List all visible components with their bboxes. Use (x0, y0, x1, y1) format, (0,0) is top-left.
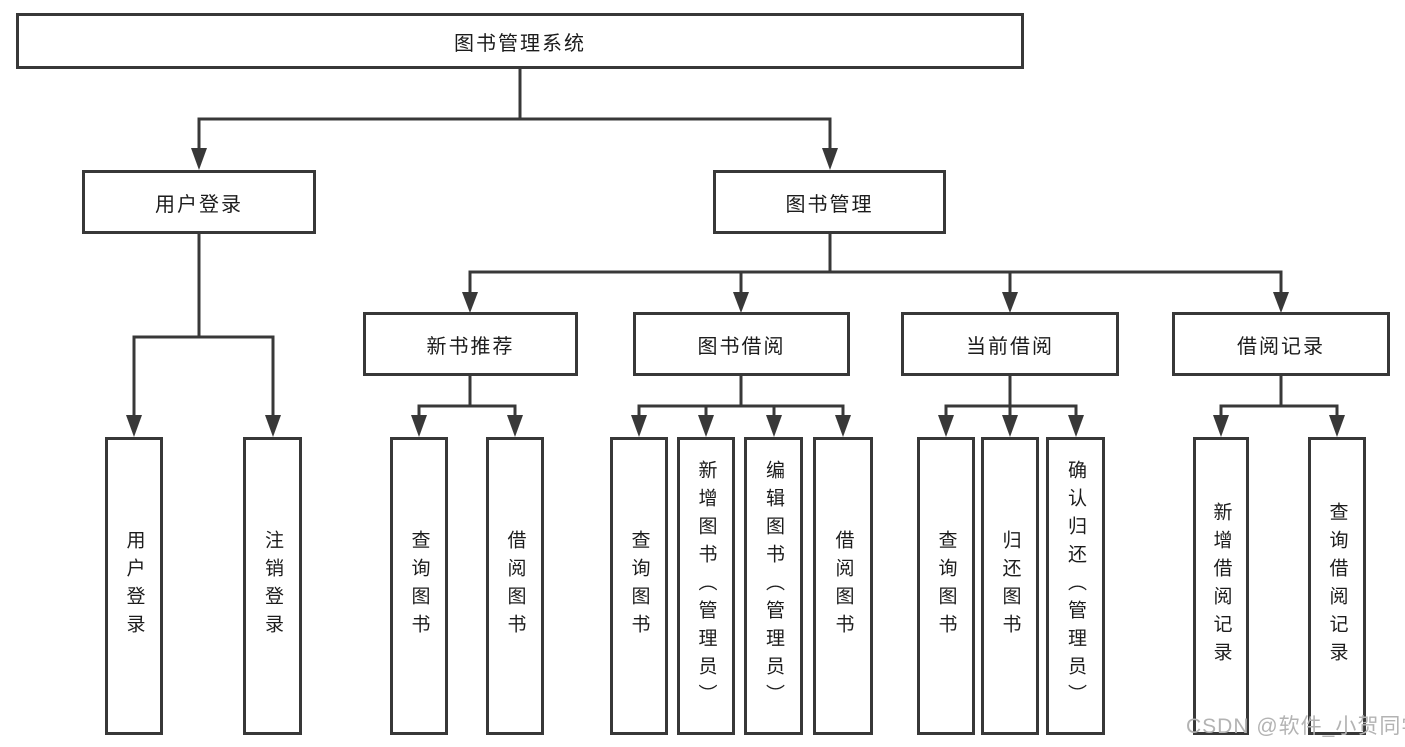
leaf-user-login: 用户登录 (105, 437, 163, 735)
leaf-borrow-books: 借阅图书 (813, 437, 873, 735)
node-book-borrow: 图书借阅 (633, 312, 850, 376)
node-book-borrow-label: 图书借阅 (697, 335, 786, 358)
node-book-management: 图书管理 (713, 170, 946, 234)
node-user-login-label: 用户登录 (155, 193, 243, 216)
leaf-borrow-books-recommend-label: 借阅图书 (504, 530, 526, 642)
node-borrow-records: 借阅记录 (1172, 312, 1390, 376)
leaf-query-books-recommend-label: 查询图书 (408, 530, 430, 642)
node-user-login: 用户登录 (82, 170, 316, 234)
leaf-return-books: 归还图书 (981, 437, 1039, 735)
leaf-query-books-recommend: 查询图书 (390, 437, 448, 735)
leaf-query-books-current-label: 查询图书 (935, 530, 957, 642)
leaf-borrow-books-recommend: 借阅图书 (486, 437, 544, 735)
node-root-label: 图书管理系统 (454, 32, 586, 55)
leaf-query-books-borrow-label: 查询图书 (628, 530, 650, 642)
node-new-book-recommend: 新书推荐 (363, 312, 578, 376)
leaf-query-books-borrow: 查询图书 (610, 437, 668, 735)
leaf-add-book-admin-label: 新增图书（管理员） (695, 460, 717, 712)
node-root: 图书管理系统 (16, 13, 1024, 69)
leaf-query-books-current: 查询图书 (917, 437, 975, 735)
leaf-add-book-admin: 新增图书（管理员） (677, 437, 735, 735)
leaf-edit-book-admin: 编辑图书（管理员） (744, 437, 803, 735)
node-borrow-records-label: 借阅记录 (1237, 335, 1325, 358)
node-book-management-label: 图书管理 (785, 193, 874, 216)
leaf-add-borrow-record-label: 新增借阅记录 (1210, 502, 1232, 670)
leaf-logout-label: 注销登录 (262, 530, 283, 642)
leaf-add-borrow-record: 新增借阅记录 (1193, 437, 1249, 735)
leaf-confirm-return-admin: 确认归还（管理员） (1046, 437, 1105, 735)
leaf-query-borrow-record: 查询借阅记录 (1308, 437, 1366, 735)
leaf-edit-book-admin-label: 编辑图书（管理员） (763, 460, 784, 712)
node-new-book-recommend-label: 新书推荐 (426, 335, 515, 358)
leaf-logout: 注销登录 (243, 437, 302, 735)
leaf-return-books-label: 归还图书 (999, 530, 1021, 642)
node-current-borrow: 当前借阅 (901, 312, 1119, 376)
leaf-borrow-books-label: 借阅图书 (832, 530, 854, 642)
csdn-watermark: CSDN @软件_小贺同学 (1186, 715, 1405, 738)
leaf-user-login-label: 用户登录 (123, 530, 145, 642)
node-current-borrow-label: 当前借阅 (966, 335, 1054, 358)
leaf-confirm-return-admin-label: 确认归还（管理员） (1065, 460, 1086, 712)
leaf-query-borrow-record-label: 查询借阅记录 (1326, 502, 1348, 670)
